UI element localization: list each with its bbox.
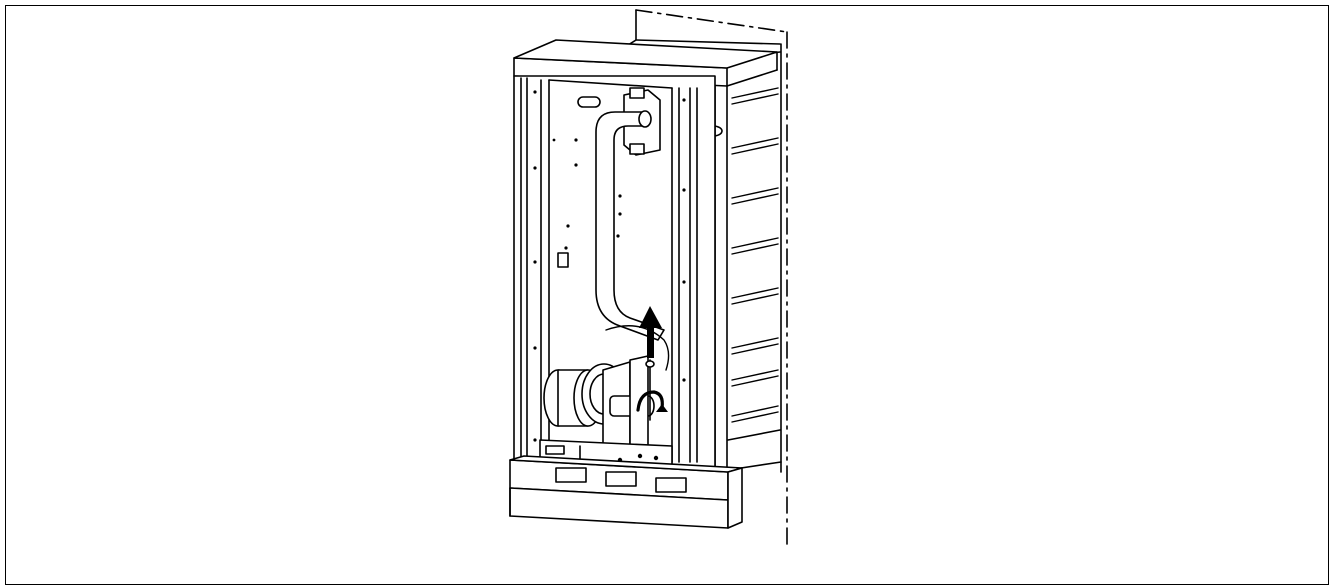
appliance-illustration (0, 0, 1336, 566)
side-panel-seams (732, 88, 778, 422)
up-arrow-icon (639, 306, 662, 358)
square-port-icon (558, 253, 568, 267)
cable (606, 326, 669, 370)
pallet (510, 456, 742, 528)
rotate-screw-icon (638, 360, 668, 420)
wall-outline (636, 10, 787, 548)
slot-hole-icon (578, 97, 600, 107)
curved-pipe (596, 111, 664, 340)
rivet-holes (533, 90, 686, 442)
